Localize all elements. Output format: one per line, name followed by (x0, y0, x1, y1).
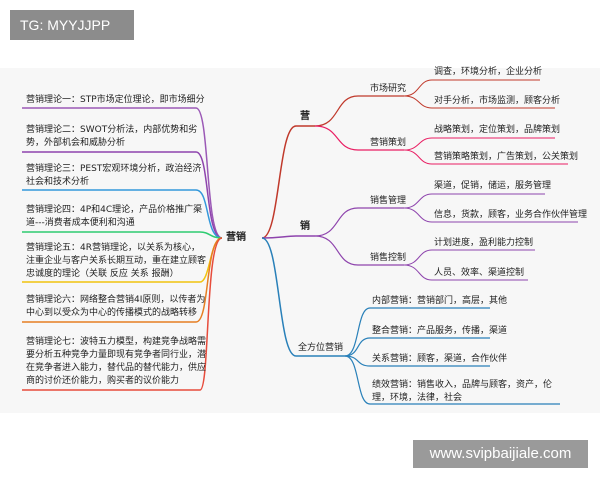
qf-item-3: 关系营销：顾客，渠道，合作伙伴 (372, 354, 508, 364)
sm-item-1: 渠道，促销，储运，服务管理 (434, 181, 552, 191)
mp-item-1: 战略策划，定位策划，品牌策划 (434, 125, 561, 135)
theory-5: 营销理论五：4R营销理论，以关系为核心，注重企业与客户关系长期互动，重在建立顾客… (26, 243, 207, 279)
connector-xiao (261, 235, 315, 239)
connector-theory-2 (22, 151, 223, 239)
qf-item-2: 整合营销：产品服务，传播，渠道 (372, 326, 508, 336)
node-sales-mgmt: 销售管理 (370, 196, 407, 206)
sc-item-2: 人员、效率、渠道控制 (434, 268, 525, 278)
node-market-research: 市场研究 (370, 84, 407, 94)
qf-item-4: 绩效营销：销售收入，品牌与顾客，资产，伦理，环境，法律，社会 (372, 380, 553, 403)
connector-theory-4 (22, 231, 223, 239)
node-sales-ctrl: 销售控制 (370, 253, 407, 263)
node-ying: 营 (300, 111, 310, 122)
mr-item-1: 调查，环境分析，企业分析 (434, 67, 543, 77)
sm-item-2: 信息，货款，顾客，业务合作伙伴管理 (434, 210, 588, 220)
sc-item-1: 计划进度，盈利能力控制 (434, 238, 534, 248)
theory-4: 营销理论四：4P和4C理论，产品价格推广渠道---消费者成本便利和沟通 (26, 205, 203, 228)
theory-6: 营销理论六：网络整合营销4I原则，以传者为中心到以受众为中心的传播模式的战略转移 (26, 295, 206, 318)
connector-theory-3 (22, 189, 223, 239)
theory-7: 营销理论七：波特五力模型，构建竞争战略需要分析五种竞争力量即现有竞争者同行业，潜… (26, 337, 207, 386)
center-node: 营销 (226, 232, 246, 243)
node-xiao: 销 (300, 221, 310, 232)
connector-ying (261, 125, 315, 239)
tg-badge: TG: MYYJJPP (10, 10, 134, 40)
mr-item-2: 对手分析，市场监测，顾客分析 (434, 96, 561, 106)
mp-item-2: 营销策略策划，广告策划，公关策划 (434, 152, 579, 162)
connector-theory-6 (22, 237, 223, 323)
theory-2: 营销理论二：SWOT分析法，内部优势和劣势，外部机会和威胁分析 (26, 125, 198, 148)
connector-quanfangwei (261, 237, 345, 357)
node-quanfangwei: 全方位营销 (298, 343, 344, 353)
node-marketing-plan: 营销策划 (370, 138, 407, 148)
qf-item-1: 内部营销：营销部门，高层，其他 (372, 296, 508, 306)
watermark: www.svipbaijiale.com (413, 440, 588, 468)
theory-3: 营销理论三：PEST宏观环境分析，政治经济社会和技术分析 (26, 164, 202, 187)
connector-theory-1 (22, 107, 223, 239)
connector-theory-7 (22, 237, 223, 391)
theory-1: 营销理论一：STP市场定位理论，即市场细分 (26, 95, 205, 105)
